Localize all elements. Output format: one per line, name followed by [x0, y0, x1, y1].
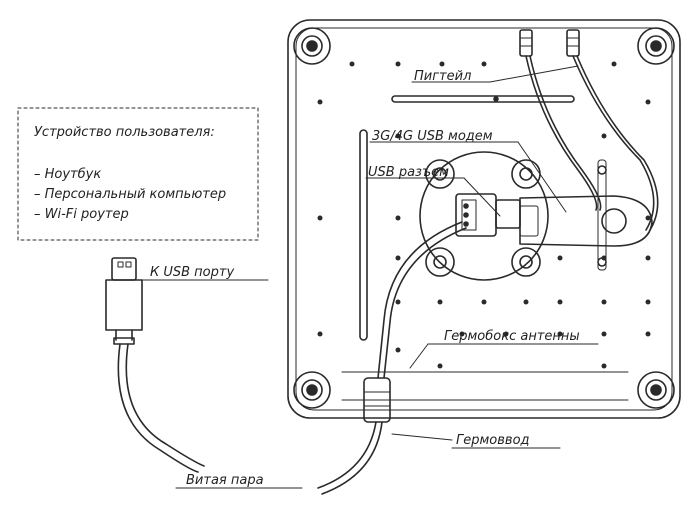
leader-lines — [139, 65, 599, 489]
mounting-lug-top-right — [637, 27, 675, 65]
sma-connector-right — [566, 29, 580, 57]
usb-cable-left — [117, 343, 205, 473]
mounting-holes — [317, 61, 651, 369]
label-modem: 3G/4G USB модем — [372, 129, 493, 144]
pigtail-cables — [525, 55, 659, 231]
label-cable-gland: Гермоввод — [456, 433, 530, 448]
sma-connector-left — [519, 29, 533, 57]
ventilation-slots — [359, 95, 575, 341]
antenna-housing — [287, 19, 681, 419]
cable-gland — [363, 377, 391, 423]
user-device-title: Устройство пользователя: — [34, 125, 215, 140]
label-twisted-pair: Витая пара — [186, 473, 264, 488]
label-to-usb-port: К USB порту — [150, 265, 234, 280]
usb-plug — [105, 257, 143, 345]
usb-modem — [519, 159, 653, 271]
user-device-item-pc: – Персональный компьютер — [34, 187, 226, 202]
user-device-item-laptop: – Ноутбук — [34, 167, 101, 182]
mounting-lug-top-left — [293, 27, 331, 65]
internal-usb-cable — [377, 221, 467, 379]
user-device-box — [17, 107, 259, 241]
label-usb-connector: USB разъем — [368, 165, 449, 180]
label-hermobox: Гермобокс антенны — [444, 329, 580, 344]
twisted-pair-cable — [317, 421, 383, 495]
label-pigtail: Пигтейл — [414, 69, 471, 84]
usb-connector-block — [455, 193, 521, 237]
mounting-lug-bottom-right — [637, 371, 675, 409]
user-device-item-router: – Wi-Fi роутер — [34, 207, 129, 222]
mounting-lug-bottom-left — [293, 371, 331, 409]
